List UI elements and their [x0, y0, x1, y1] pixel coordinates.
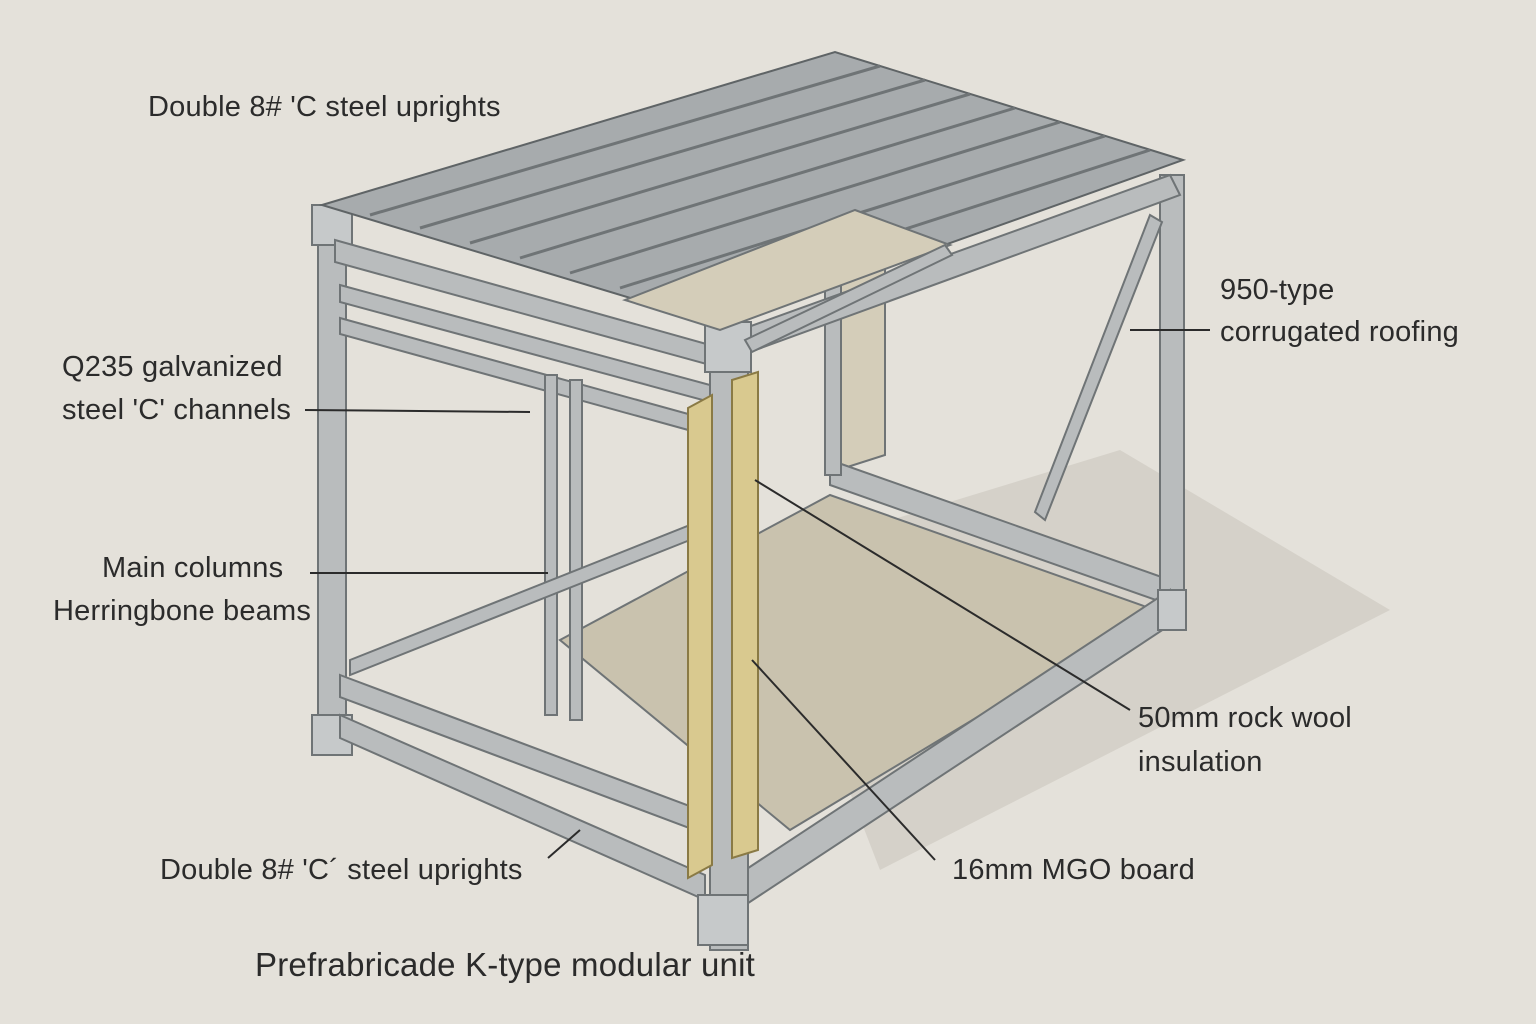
leader-rockwool — [754, 479, 1131, 711]
back-right-post — [1159, 174, 1185, 616]
label-roofing-line1: 950-type — [1220, 274, 1335, 306]
leader-mgo — [751, 659, 936, 861]
roof-opening-rail — [743, 243, 954, 354]
label-bottom-uprights: Double 8# 'C´ steel uprights — [160, 854, 523, 886]
roof-cutaway — [621, 208, 953, 332]
label-channels-line2: steel 'C' channels — [62, 394, 292, 426]
leader-bottom-uprights — [547, 829, 581, 859]
label-unit-title: Prefrabricade K-type modular unit — [255, 946, 756, 983]
front-right-bottom-fitting — [697, 894, 749, 946]
label-mgo-board: 16mm MGO board — [952, 854, 1195, 886]
back-right-bottom-fitting — [1157, 589, 1187, 631]
left-inner-upright-2 — [569, 379, 583, 721]
label-columns-line1: Main columns — [102, 552, 284, 584]
left-inner-upright-1 — [544, 374, 558, 716]
label-rockwool-line2: insulation — [1138, 746, 1263, 778]
label-rockwool-line1: 50mm rock wool — [1138, 702, 1352, 734]
label-columns-line2: Herringbone beams — [53, 595, 312, 627]
front-right-top-fitting — [704, 321, 752, 373]
mgo-board-strip — [731, 370, 759, 860]
label-top-uprights: Double 8# 'C steel uprights — [148, 91, 501, 123]
leader-lines — [304, 329, 1210, 861]
leader-channels — [304, 409, 531, 413]
label-channels-line1: Q235 galvanized — [62, 351, 283, 383]
diagonal-brace — [1033, 213, 1164, 522]
rock-wool-insulation — [687, 393, 713, 880]
label-roofing-line2: corrugated roofing — [1220, 316, 1459, 348]
